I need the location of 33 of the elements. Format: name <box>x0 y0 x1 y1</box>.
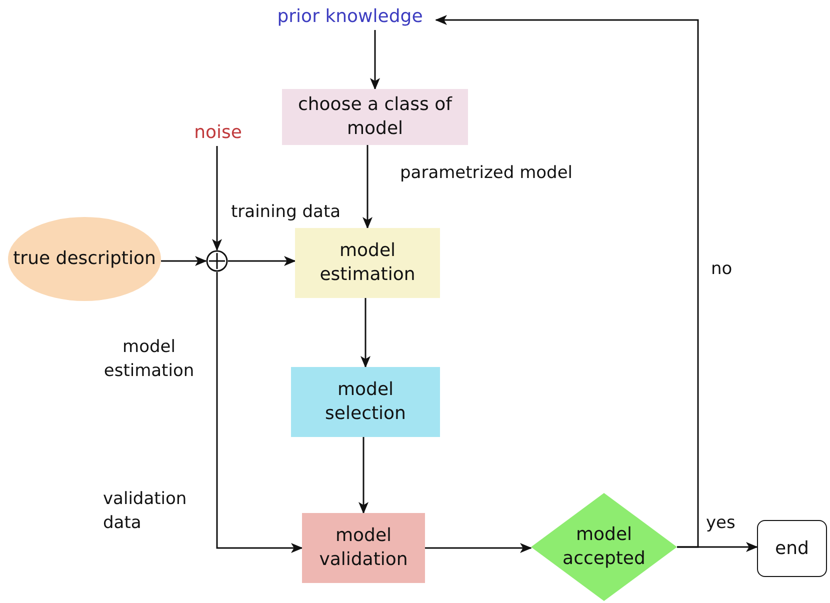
node-label: model estimation <box>318 239 416 287</box>
node-label: true description <box>12 247 157 271</box>
node-label: choose a class of model <box>296 93 454 141</box>
arrow <box>161 256 207 266</box>
arrow <box>370 30 380 90</box>
node-label: model validation <box>318 524 409 572</box>
decision-diamond <box>531 493 677 601</box>
end-box <box>757 520 827 577</box>
process-box <box>302 513 425 583</box>
process-box <box>295 228 440 298</box>
annotation-text: validation data <box>103 488 188 535</box>
node-label: model accepted <box>562 523 646 571</box>
process-box <box>282 89 468 145</box>
arrow <box>228 256 296 266</box>
annotation-text: model estimation <box>102 336 196 383</box>
arrow <box>216 272 303 553</box>
annotation-text: training data <box>231 201 342 224</box>
edge-label: yes <box>706 512 736 535</box>
arrow <box>212 146 222 251</box>
summing-junction <box>206 250 228 272</box>
node-label: end <box>774 536 810 560</box>
node-label: model selection <box>324 378 407 426</box>
start-ellipse <box>8 217 161 301</box>
arrow <box>358 437 368 514</box>
node-label: prior knowledge <box>276 5 424 29</box>
arrow <box>360 298 370 368</box>
annotation-text: parametrized model <box>400 162 574 185</box>
edge-label: no <box>711 258 732 281</box>
arrow <box>425 543 532 553</box>
arrow <box>362 145 372 229</box>
node-label: noise <box>193 121 243 145</box>
arrow <box>435 15 699 548</box>
process-box <box>291 367 440 437</box>
